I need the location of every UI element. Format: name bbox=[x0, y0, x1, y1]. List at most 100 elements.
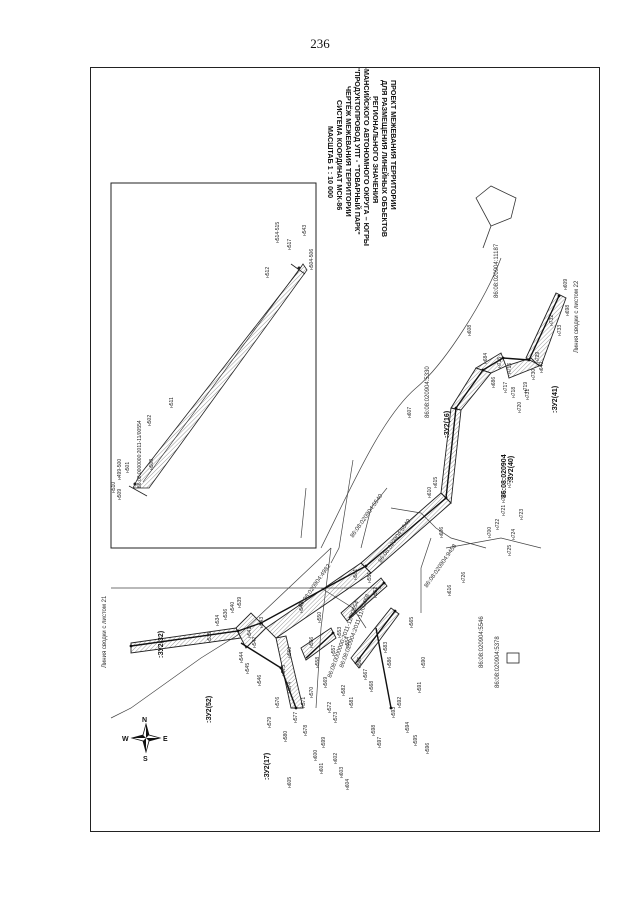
point-label: н591 bbox=[417, 682, 423, 693]
point-label: н550 bbox=[317, 612, 323, 623]
compass-rose-icon: N E S W bbox=[122, 717, 168, 763]
zone-label-zu2-52: :ЗУ2(52) bbox=[206, 696, 213, 723]
point-label: н545 bbox=[245, 663, 251, 674]
compass-n: N bbox=[142, 717, 147, 724]
match-line-22: Линия сводки с листом 22 bbox=[574, 280, 580, 353]
svg-text:86:08:020904:5330: 86:08:020904:5330 bbox=[425, 366, 431, 418]
svg-text::ЗУ2(52): :ЗУ2(52) bbox=[206, 696, 213, 723]
point-label: н575 bbox=[281, 665, 287, 676]
survey-map: ПРОЕКТ МЕЖЕВАНИЯ ТЕРРИТОРИИ ДЛЯ РАЗМЕЩЕН… bbox=[102, 68, 580, 790]
page-number: 236 bbox=[310, 36, 330, 51]
parcel-zu2-32 bbox=[130, 627, 242, 654]
zone-label-zu2-17: :ЗУ2(17) bbox=[264, 753, 271, 780]
point-label: н731 bbox=[525, 389, 531, 400]
point-label: н592 bbox=[397, 697, 403, 708]
point-label: н541 bbox=[247, 627, 253, 638]
svg-text:86:08:020904: 86:08:020904 bbox=[501, 454, 508, 498]
point-label: н586 bbox=[387, 657, 393, 668]
point-label: н720 bbox=[517, 402, 523, 413]
point-label: н698 bbox=[565, 305, 571, 316]
parcel-zu2-16b bbox=[450, 367, 492, 411]
parcel-branch bbox=[300, 627, 337, 661]
point-label: н700 bbox=[487, 527, 493, 538]
inset-point-label: н499-500 bbox=[117, 459, 123, 480]
parcel-zu2-41b bbox=[505, 357, 540, 379]
point-label: н576 bbox=[275, 697, 281, 708]
point-label: н718 bbox=[511, 387, 517, 398]
upper-right-feature bbox=[475, 185, 517, 249]
svg-text::ЗУ2(41): :ЗУ2(41) bbox=[552, 386, 559, 413]
point-label: н594 bbox=[405, 722, 411, 733]
point-labels: н535 н534 н536 н539 н540 н541 н542 н543 … bbox=[207, 279, 571, 790]
point-label: н596 bbox=[425, 743, 431, 754]
point-label: н593 bbox=[391, 707, 397, 718]
point-label: н721 bbox=[501, 505, 507, 516]
svg-text:86:08:020904:9458: 86:08:020904:9458 bbox=[424, 543, 459, 589]
cadastral-11187: 86:08:020904:11187 bbox=[494, 243, 500, 298]
point-label: н730 bbox=[531, 369, 537, 380]
point-label: н581 bbox=[349, 697, 355, 708]
compass-e: E bbox=[163, 736, 168, 743]
inset-point-label: н517 bbox=[287, 239, 293, 250]
match-line-21: Линия сводки с листом 21 bbox=[102, 595, 108, 668]
cadastral-quarter-label: 86:08:020904 bbox=[501, 454, 508, 498]
point-label: н549 bbox=[299, 602, 305, 613]
point-label: н717 bbox=[503, 382, 509, 393]
cadastral-9458: 86:08:020904:9458 bbox=[424, 543, 459, 589]
point-label: н684 bbox=[483, 353, 489, 364]
cadastral-5546: 86:08:020904:5546 bbox=[479, 616, 485, 668]
map-frame: ПРОЕКТ МЕЖЕВАНИЯ ТЕРРИТОРИИ ДЛЯ РАЗМЕЩЕН… bbox=[90, 67, 600, 832]
point-label: н727 bbox=[501, 492, 507, 503]
svg-text::ЗУ2(32): :ЗУ2(32) bbox=[158, 631, 165, 658]
point-label: н540 bbox=[230, 602, 236, 613]
compass-s: S bbox=[143, 756, 148, 763]
point-label: н616 bbox=[447, 585, 453, 596]
cadastral-5540: 86:08:020904:5540 bbox=[350, 493, 385, 539]
point-label: н722 bbox=[495, 519, 501, 530]
point-label: н558 bbox=[315, 657, 321, 668]
parcel-boundaries bbox=[130, 295, 560, 709]
point-label: н567 bbox=[363, 669, 369, 680]
inset-point-label: н511 bbox=[169, 397, 175, 408]
title-line-4: ХАНТЫ-МАНСИЙСКОГО АВТОНОМНОГО ОКРУГА – Ю… bbox=[362, 68, 371, 246]
point-label: н607 bbox=[407, 407, 413, 418]
point-label: н542 bbox=[252, 637, 258, 648]
title-line-1: ПРОЕКТ МЕЖЕВАНИЯ ТЕРРИТОРИИ bbox=[389, 80, 398, 210]
point-label: н534 bbox=[215, 615, 221, 626]
zone-label-zu2-32: :ЗУ2(32) bbox=[158, 631, 165, 658]
inset-point-label: н502 bbox=[147, 415, 153, 426]
title-line-2: ДЛЯ РАЗМЕЩЕНИЯ ЛИНЕЙНЫХ ОБЪЕКТОВ bbox=[380, 80, 389, 237]
title-line-8: МАСШТАБ 1 : 10 000 bbox=[326, 126, 335, 198]
inset-point-label: н514-515 bbox=[275, 222, 281, 243]
point-label: н554 bbox=[345, 637, 351, 648]
point-label: н572 bbox=[327, 702, 333, 713]
inset-point-label: н508 bbox=[149, 459, 155, 470]
point-label: н566 bbox=[357, 657, 363, 668]
point-label: н557 bbox=[331, 645, 337, 656]
svg-text:86:08:020904:5540: 86:08:020904:5540 bbox=[350, 493, 385, 539]
point-label: н728 bbox=[507, 477, 513, 488]
title-line-5: "ПРОДУКТОПРОВОД УПТ - "ТОВАРНЫЙ ПАРК" bbox=[353, 68, 362, 235]
point-label: н552 bbox=[373, 587, 379, 598]
inset-point-label: н510 bbox=[111, 482, 117, 493]
point-label: н733 bbox=[557, 325, 563, 336]
point-label: н597 bbox=[377, 737, 383, 748]
point-label: н553 bbox=[337, 627, 343, 638]
cadastral-5378: 86:08:020904:5378 bbox=[495, 636, 501, 688]
title-line-6: ЧЕРТЁЖ МЕЖЕВАНИЯ ТЕРРИТОРИИ bbox=[344, 86, 353, 217]
point-label: н719 bbox=[523, 382, 529, 393]
background-lines bbox=[110, 257, 542, 719]
point-label: н571 bbox=[301, 697, 307, 708]
point-label: н574 bbox=[287, 682, 293, 693]
point-label: н729 bbox=[535, 352, 541, 363]
title-block: ПРОЕКТ МЕЖЕВАНИЯ ТЕРРИТОРИИ ДЛЯ РАЗМЕЩЕН… bbox=[326, 68, 398, 246]
svg-text:Линия сводки с листом 21: Линия сводки с листом 21 bbox=[102, 595, 108, 668]
point-label: н724 bbox=[511, 529, 517, 540]
point-label: н569 bbox=[323, 677, 329, 688]
point-label: н725 bbox=[507, 545, 513, 556]
point-label: н599 bbox=[321, 737, 327, 748]
point-label: н595 bbox=[413, 735, 419, 746]
point-label: н600 bbox=[313, 750, 319, 761]
inset-point-label: н543 bbox=[302, 225, 308, 236]
point-label: н546 bbox=[257, 675, 263, 686]
